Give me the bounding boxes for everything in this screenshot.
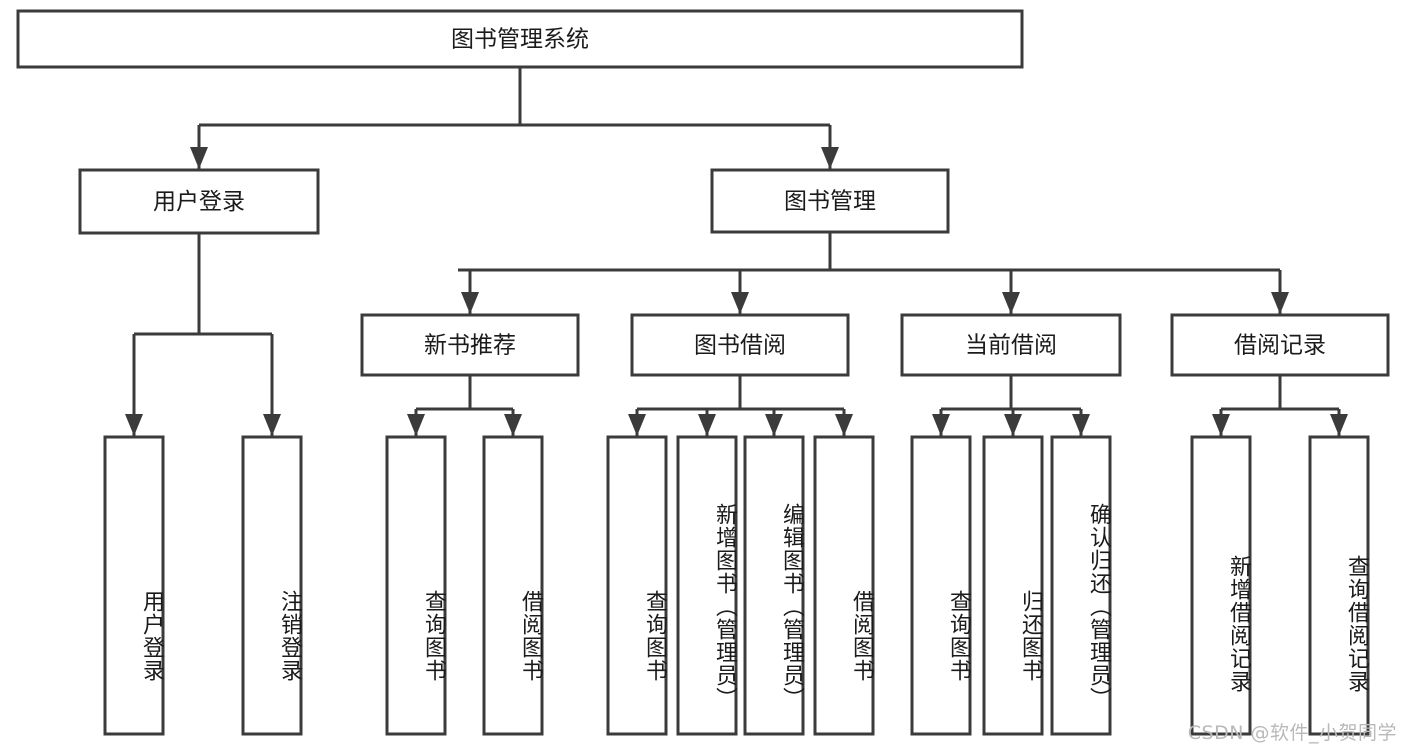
arrow-to-borrow-record — [1271, 292, 1289, 314]
level2-node-label: 新书推荐 — [424, 333, 516, 359]
root-node-rect — [16, 9, 1024, 69]
leaf-node-leaf-return-book[interactable] — [982, 435, 1044, 736]
arrow-to-leaf-logout — [263, 414, 281, 436]
level2-node-book-borrow[interactable]: 图书借阅 — [630, 313, 850, 377]
leaf-node-leaf-confirm-return[interactable] — [1050, 435, 1112, 736]
arrow-to-leaf-user-login — [125, 414, 143, 436]
leaf-node-leaf-query-book-3[interactable] — [910, 435, 972, 736]
leaf-node-leaf-query-book-1[interactable] — [385, 435, 447, 736]
level2-node-borrow-record[interactable]: 借阅记录 — [1170, 313, 1390, 377]
leaf-node-leaf-query-book-2[interactable] — [606, 435, 668, 736]
arrow-to-leaf-return-book — [1004, 414, 1022, 436]
arrow-to-book-manage — [821, 147, 839, 169]
level1-node-rect — [78, 168, 320, 235]
level2-node-rect — [360, 313, 580, 377]
level2-node-label: 借阅记录 — [1234, 333, 1326, 359]
level2-node-label: 图书借阅 — [694, 333, 786, 359]
arrow-to-leaf-add-record — [1212, 414, 1230, 436]
arrow-to-user-login — [190, 147, 208, 169]
arrow-to-leaf-add-book — [698, 414, 716, 436]
level2-node-label: 当前借阅 — [965, 333, 1057, 359]
arrow-to-leaf-query-book-3 — [932, 414, 950, 436]
arrow-to-leaf-query-book-2 — [628, 414, 646, 436]
level1-node-rect — [710, 168, 950, 234]
arrow-to-book-borrow — [731, 292, 749, 314]
level2-node-new-book-recommend[interactable]: 新书推荐 — [360, 313, 580, 377]
leaf-node-leaf-borrow-book-2[interactable] — [813, 435, 875, 736]
leaf-node-leaf-borrow-book-1[interactable] — [482, 435, 544, 736]
arrow-to-leaf-query-book-1 — [407, 414, 425, 436]
level2-node-rect — [1170, 313, 1390, 377]
arrow-to-leaf-borrow-book-2 — [835, 414, 853, 436]
level1-node-label: 图书管理 — [784, 189, 876, 215]
arrow-to-leaf-query-record — [1330, 414, 1348, 436]
arrow-to-current-borrow — [1002, 292, 1020, 314]
leaf-node-leaf-query-record[interactable] — [1308, 435, 1370, 736]
arrow-to-leaf-confirm-return — [1072, 414, 1090, 436]
leaf-node-leaf-user-login[interactable] — [103, 435, 165, 736]
level2-node-rect — [630, 313, 850, 377]
leaf-node-leaf-edit-book[interactable] — [743, 435, 805, 736]
level1-node-book-manage[interactable]: 图书管理 — [710, 168, 950, 234]
level1-node-user-login[interactable]: 用户登录 — [78, 168, 320, 235]
connectors-layer — [125, 67, 1348, 436]
leaf-node-leaf-add-book[interactable] — [676, 435, 738, 736]
leaf-node-leaf-logout[interactable] — [241, 435, 303, 736]
level2-node-current-borrow[interactable]: 当前借阅 — [900, 313, 1122, 377]
arrow-to-leaf-borrow-book-1 — [504, 414, 522, 436]
arrow-to-new-book-recommend — [461, 292, 479, 314]
root-node-label: 图书管理系统 — [451, 27, 589, 53]
arrow-to-leaf-edit-book — [765, 414, 783, 436]
level1-node-label: 用户登录 — [153, 189, 245, 215]
level2-node-rect — [900, 313, 1122, 377]
root-node-root[interactable]: 图书管理系统 — [16, 9, 1024, 69]
leaf-node-leaf-add-record[interactable] — [1190, 435, 1252, 736]
watermark: CSDN @软件_小贺同学 — [1187, 722, 1397, 744]
